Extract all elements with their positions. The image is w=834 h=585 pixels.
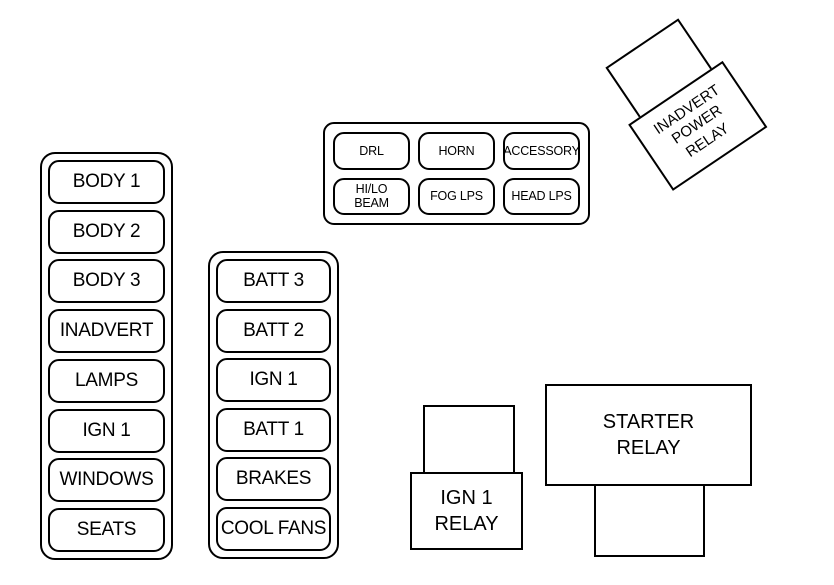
relay-fuse-label: HI/LO (355, 181, 388, 196)
relay-fuse-block: DRL HORN ACCESSORY HI/LO BEAM FOG LPS HE… (323, 122, 590, 225)
fuse-ign1-mid: IGN 1 (216, 358, 331, 403)
fuse-batt-3: BATT 3 (216, 259, 331, 303)
relay-fuse-fog-lps: FOG LPS (418, 177, 495, 215)
relay-fuse-label: FOG LPS (430, 189, 483, 204)
relay-fuse-horn: HORN (418, 132, 495, 170)
fuse-cool-fans: COOL FANS (216, 506, 331, 551)
fuse-body-1: BODY 1 (48, 160, 165, 204)
relay-fuse-label: HORN (438, 143, 475, 158)
fuse-ign1-left: IGN 1 (48, 408, 165, 453)
fuse-batt-2: BATT 2 (216, 308, 331, 353)
ign1-relay: IGN 1 RELAY (410, 472, 523, 550)
ign1-relay-tab (423, 405, 515, 475)
relay-fuse-label: HEAD LPS (511, 189, 572, 204)
fuse-seats: SEATS (48, 507, 165, 552)
fuse-lamps: LAMPS (48, 358, 165, 403)
relay-fuse-label: DRL (359, 143, 384, 158)
starter-relay-tab (594, 484, 705, 557)
relay-label: RELAY (616, 437, 681, 459)
relay-fuse-label: ACCESSORY (503, 143, 580, 158)
relay-fuse-label: BEAM (354, 196, 389, 211)
relay-fuse-accessory: ACCESSORY (503, 132, 580, 170)
fuse-brakes: BRAKES (216, 457, 331, 502)
relay-fuse-drl: DRL (333, 132, 410, 170)
inadvert-power-relay: INADVERT POWER RELAY (595, 11, 768, 191)
fuse-body-3: BODY 3 (48, 259, 165, 304)
fuse-body-2: BODY 2 (48, 209, 165, 254)
fuse-windows: WINDOWS (48, 458, 165, 503)
fuse-inadvert: INADVERT (48, 309, 165, 354)
relay-fuse-head-lps: HEAD LPS (503, 177, 580, 215)
fuse-panel-left: BODY 1 BODY 2 BODY 3 INADVERT LAMPS IGN … (40, 152, 173, 560)
fuse-batt-1: BATT 1 (216, 407, 331, 452)
relay-label: IGN 1 (440, 487, 493, 509)
fuse-panel-middle: BATT 3 BATT 2 IGN 1 BATT 1 BRAKES COOL F… (208, 251, 339, 559)
relay-label: RELAY (434, 513, 499, 535)
starter-relay: STARTER RELAY (545, 384, 752, 486)
relay-fuse-hilo-beam: HI/LO BEAM (333, 177, 410, 215)
relay-label: STARTER (602, 411, 695, 433)
